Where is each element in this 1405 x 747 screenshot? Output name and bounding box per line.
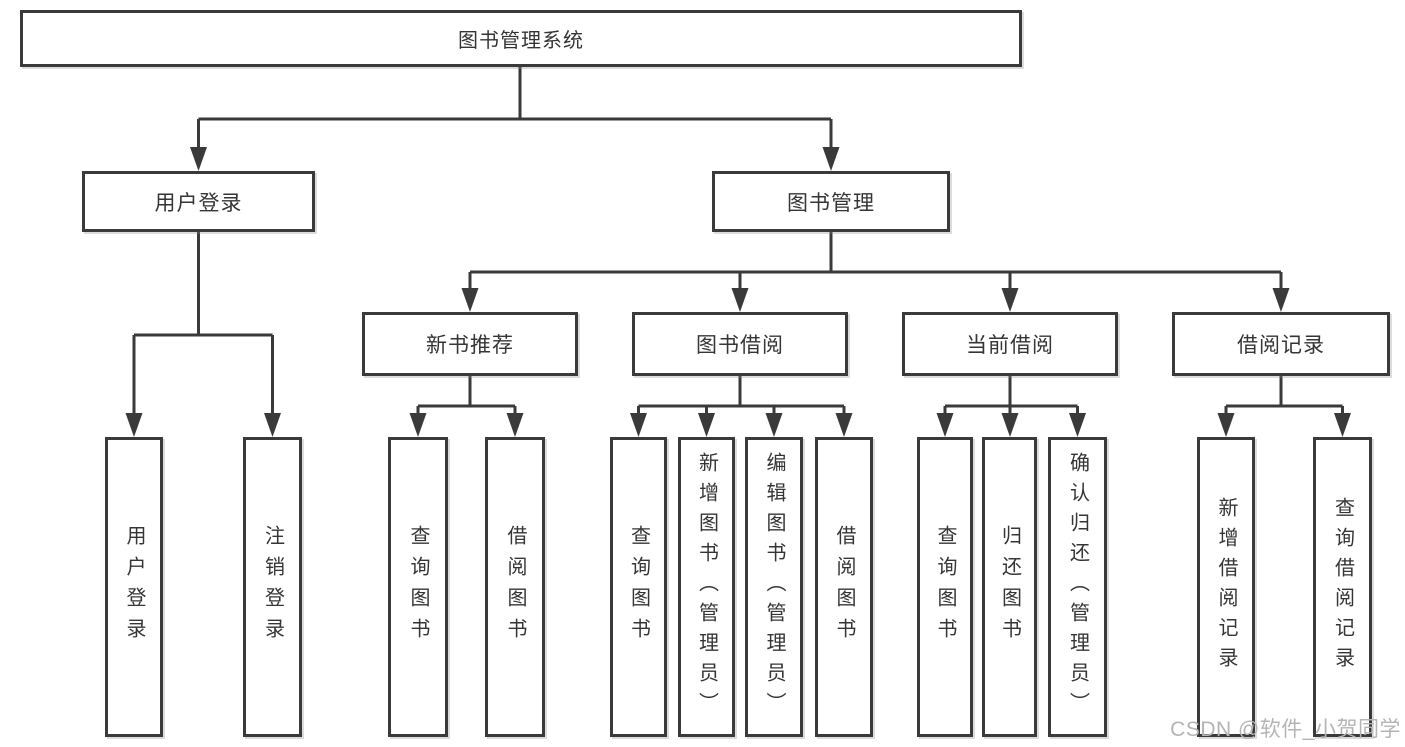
node-label: 新增借阅记录 xyxy=(1215,497,1237,677)
node-label: 归还图书 xyxy=(998,525,1021,649)
arrowhead-icon xyxy=(1069,413,1086,437)
arrowhead-icon xyxy=(409,413,427,437)
arrowhead-icon xyxy=(461,288,479,312)
node-current-borrowing: 当前借阅 xyxy=(902,312,1118,376)
arrowhead-icon xyxy=(1001,413,1019,437)
node-label: 查询借阅记录 xyxy=(1331,497,1354,677)
node-label: 查询图书 xyxy=(407,525,429,649)
node-label: 用户登录 xyxy=(123,525,145,649)
arrowhead-icon xyxy=(936,413,954,437)
arrowhead-icon xyxy=(731,288,749,312)
leaf-query-books-recommend: 查询图书 xyxy=(388,437,448,737)
node-user-login: 用户登录 xyxy=(82,171,315,232)
node-label: 当前借阅 xyxy=(966,334,1054,357)
arrowhead-icon xyxy=(822,147,840,171)
node-label: 注销登录 xyxy=(261,525,284,649)
leaf-query-borrow-record: 查询借阅记录 xyxy=(1313,437,1372,737)
node-label: 查询图书 xyxy=(934,525,956,649)
leaf-query-books-borrowing: 查询图书 xyxy=(610,437,667,737)
csdn-watermark: CSDN @软件_小贺同学 xyxy=(1170,718,1401,741)
node-book-borrowing: 图书借阅 xyxy=(632,312,848,376)
arrowhead-icon xyxy=(630,413,647,437)
node-label: 查询图书 xyxy=(627,525,650,649)
leaf-return-books: 归还图书 xyxy=(982,437,1037,737)
arrowhead-icon xyxy=(1334,413,1351,437)
node-label: 借阅图书 xyxy=(504,525,526,649)
arrowhead-icon xyxy=(125,413,143,437)
node-new-book-recommendation: 新书推荐 xyxy=(362,312,578,376)
arrowhead-icon xyxy=(506,413,524,437)
node-label: 借阅图书 xyxy=(833,525,855,649)
node-label: 图书借阅 xyxy=(696,334,784,357)
node-label: 图书管理 xyxy=(787,191,875,215)
node-book-management: 图书管理 xyxy=(712,171,950,232)
node-label: 新书推荐 xyxy=(426,334,514,357)
arrowhead-icon xyxy=(835,413,853,437)
arrowhead-icon xyxy=(264,413,281,437)
leaf-logout: 注销登录 xyxy=(243,437,302,737)
leaf-borrow-books: 借阅图书 xyxy=(815,437,873,737)
node-label: 用户登录 xyxy=(154,191,243,215)
node-label: 确认归还（管理员） xyxy=(1066,452,1089,722)
arrowhead-icon xyxy=(765,413,783,437)
node-label: 借阅记录 xyxy=(1237,334,1325,357)
arrowhead-icon xyxy=(698,413,715,437)
node-label: 新增图书（管理员） xyxy=(695,452,718,722)
node-library-management-system: 图书管理系统 xyxy=(20,10,1022,67)
node-label: 图书管理系统 xyxy=(458,30,584,52)
arrowhead-icon xyxy=(190,147,207,171)
node-borrowing-records: 借阅记录 xyxy=(1172,312,1390,376)
leaf-borrow-books-recommend: 借阅图书 xyxy=(485,437,545,737)
leaf-edit-books-admin: 编辑图书（管理员） xyxy=(745,437,803,737)
leaf-add-books-admin: 新增图书（管理员） xyxy=(678,437,735,737)
arrowhead-icon xyxy=(1272,288,1290,312)
arrowhead-icon xyxy=(1001,288,1019,312)
arrowhead-icon xyxy=(1217,413,1235,437)
node-label: 编辑图书（管理员） xyxy=(763,452,785,722)
leaf-confirm-return-admin: 确认归还（管理员） xyxy=(1048,437,1107,737)
leaf-query-books-current: 查询图书 xyxy=(917,437,973,737)
leaf-add-borrow-record: 新增借阅记录 xyxy=(1197,437,1255,737)
leaf-user-login: 用户登录 xyxy=(105,437,163,737)
